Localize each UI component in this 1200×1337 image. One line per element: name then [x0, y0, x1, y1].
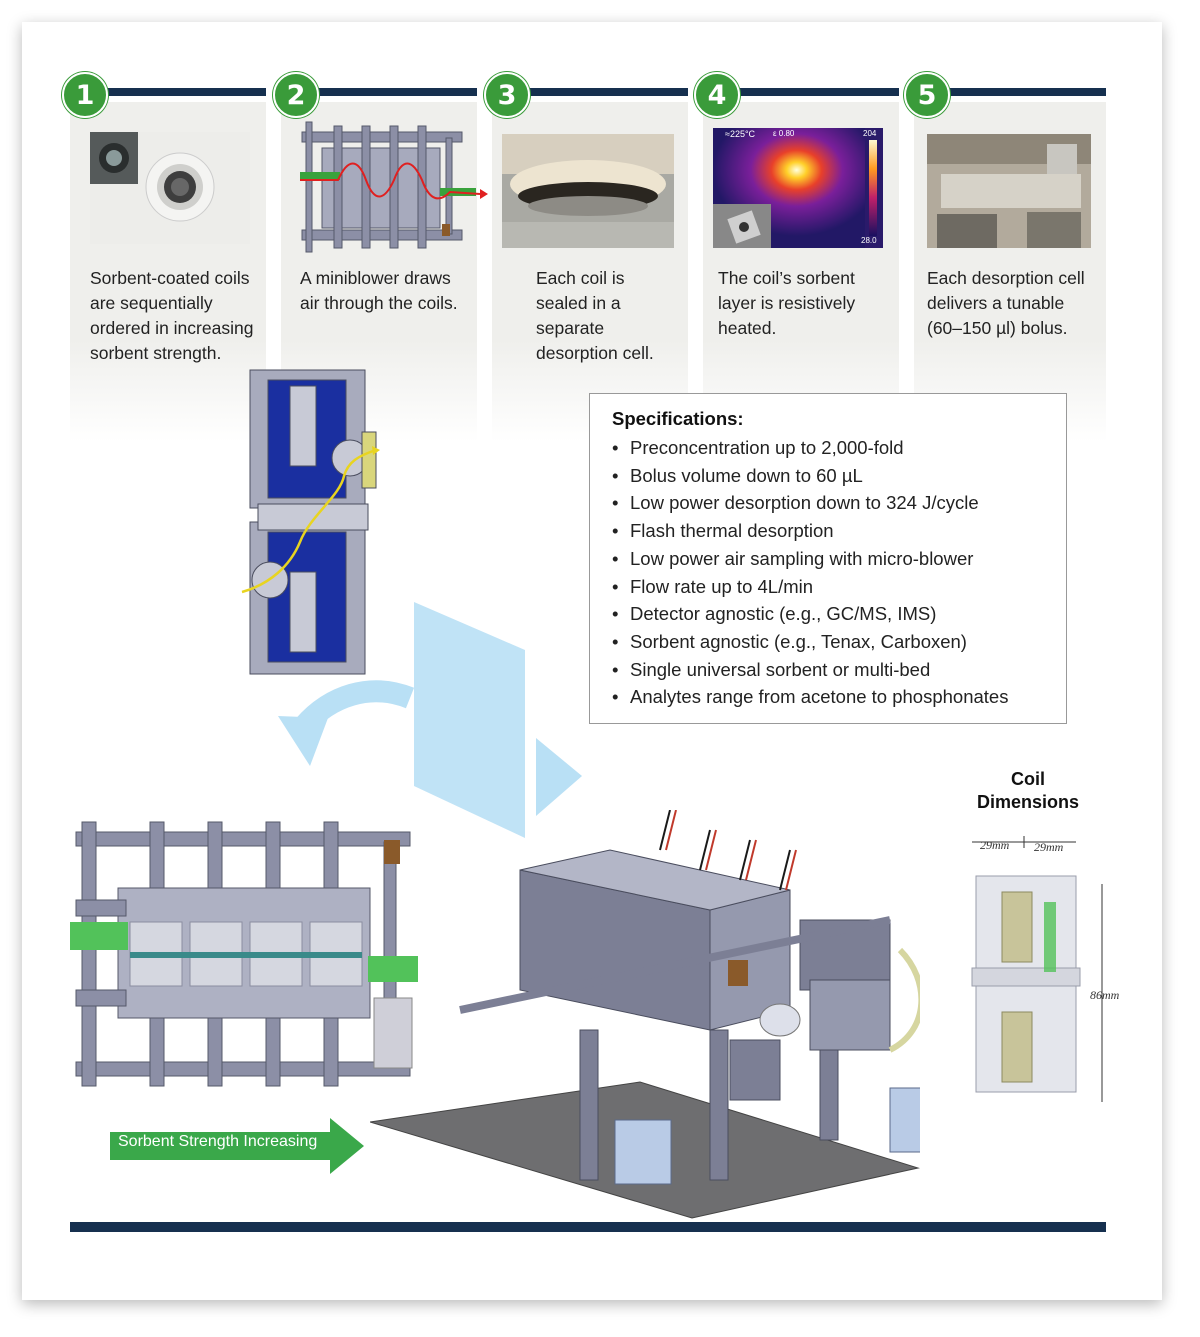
strength-arrow-label: Sorbent Strength Increasing: [118, 1133, 318, 1150]
step-4-rule: [733, 88, 899, 96]
thermal-readout: ≈225°C: [725, 129, 756, 139]
step-2-rule: [311, 88, 477, 96]
coil-array-drawing: [70, 821, 418, 1087]
spec-item: Low power desorption down to 324 J/cycle: [612, 489, 1066, 517]
step-1-caption: Sorbent-coated coils are sequentially or…: [90, 268, 254, 363]
coil-width-a: 29mm: [980, 838, 1010, 852]
coil-width-b: 29mm: [1034, 840, 1064, 854]
bottom-rule: [70, 1222, 1106, 1232]
step-3-badge: 3: [484, 72, 530, 118]
coil-photo: [90, 132, 250, 244]
spec-item: Flash thermal desorption: [612, 517, 1066, 545]
spec-item: Single universal sorbent or multi-bed: [612, 656, 1066, 684]
thermal-emissivity: ε 0.80: [773, 129, 795, 138]
spec-item: Flow rate up to 4L/min: [612, 573, 1066, 601]
transition-arrows: [278, 602, 582, 838]
spec-item: Low power air sampling with micro-blower: [612, 545, 1066, 573]
desorption-cell-assembly-photo: [927, 134, 1091, 248]
step-1-rule: [100, 88, 266, 96]
coil-title-line2: Dimensions: [976, 792, 1080, 812]
specifications-title: Specifications:: [612, 408, 744, 429]
coil-dimensions-drawing: [971, 836, 1103, 1102]
strength-arrow: [110, 1118, 364, 1174]
thermal-scale-min: 28.0: [861, 236, 877, 245]
step-1-badge: 1: [62, 72, 108, 118]
spec-item: Detector agnostic (e.g., GC/MS, IMS): [612, 600, 1066, 628]
step-2-badge: 2: [273, 72, 319, 118]
step-5-badge: 5: [904, 72, 950, 118]
step-5-caption: Each desorption cell delivers a tunable …: [927, 268, 1085, 338]
spec-item: Sorbent agnostic (e.g., Tenax, Carboxen): [612, 628, 1066, 656]
step-2-caption: A miniblower draws air through the coils…: [300, 268, 458, 313]
coil-title-line1: Coil: [1011, 769, 1045, 789]
step-3-rule: [522, 88, 688, 96]
thermal-image: ≈225°C ε 0.80 204 28.0: [713, 128, 883, 248]
step-3-caption: Each coil is sealed in a separate desorp…: [536, 268, 654, 363]
spec-item: Bolus volume down to 60 µL: [612, 462, 1066, 490]
spec-item: Analytes range from acetone to phosphona…: [612, 683, 1066, 711]
miniblower-drawing: [260, 118, 490, 256]
cell-section-drawing: [241, 369, 380, 675]
coil-height: 86mm: [1090, 988, 1120, 1002]
specifications-list: Preconcentration up to 2,000-fold Bolus …: [612, 434, 1066, 711]
coil-dimensions-title: Coil Dimensions: [948, 768, 1108, 814]
specifications-box: Specifications: Preconcentration up to 2…: [589, 393, 1067, 724]
thermal-scale-max: 204: [863, 129, 877, 138]
step-4-caption: The coil’s sorbent layer is resistively …: [718, 268, 856, 338]
spec-item: Preconcentration up to 2,000-fold: [612, 434, 1066, 462]
step-4-badge: 4: [694, 72, 740, 118]
device-assembly-drawing: [370, 810, 920, 1219]
step-5-rule: [944, 88, 1106, 96]
desorption-cell-photo: [502, 134, 674, 248]
